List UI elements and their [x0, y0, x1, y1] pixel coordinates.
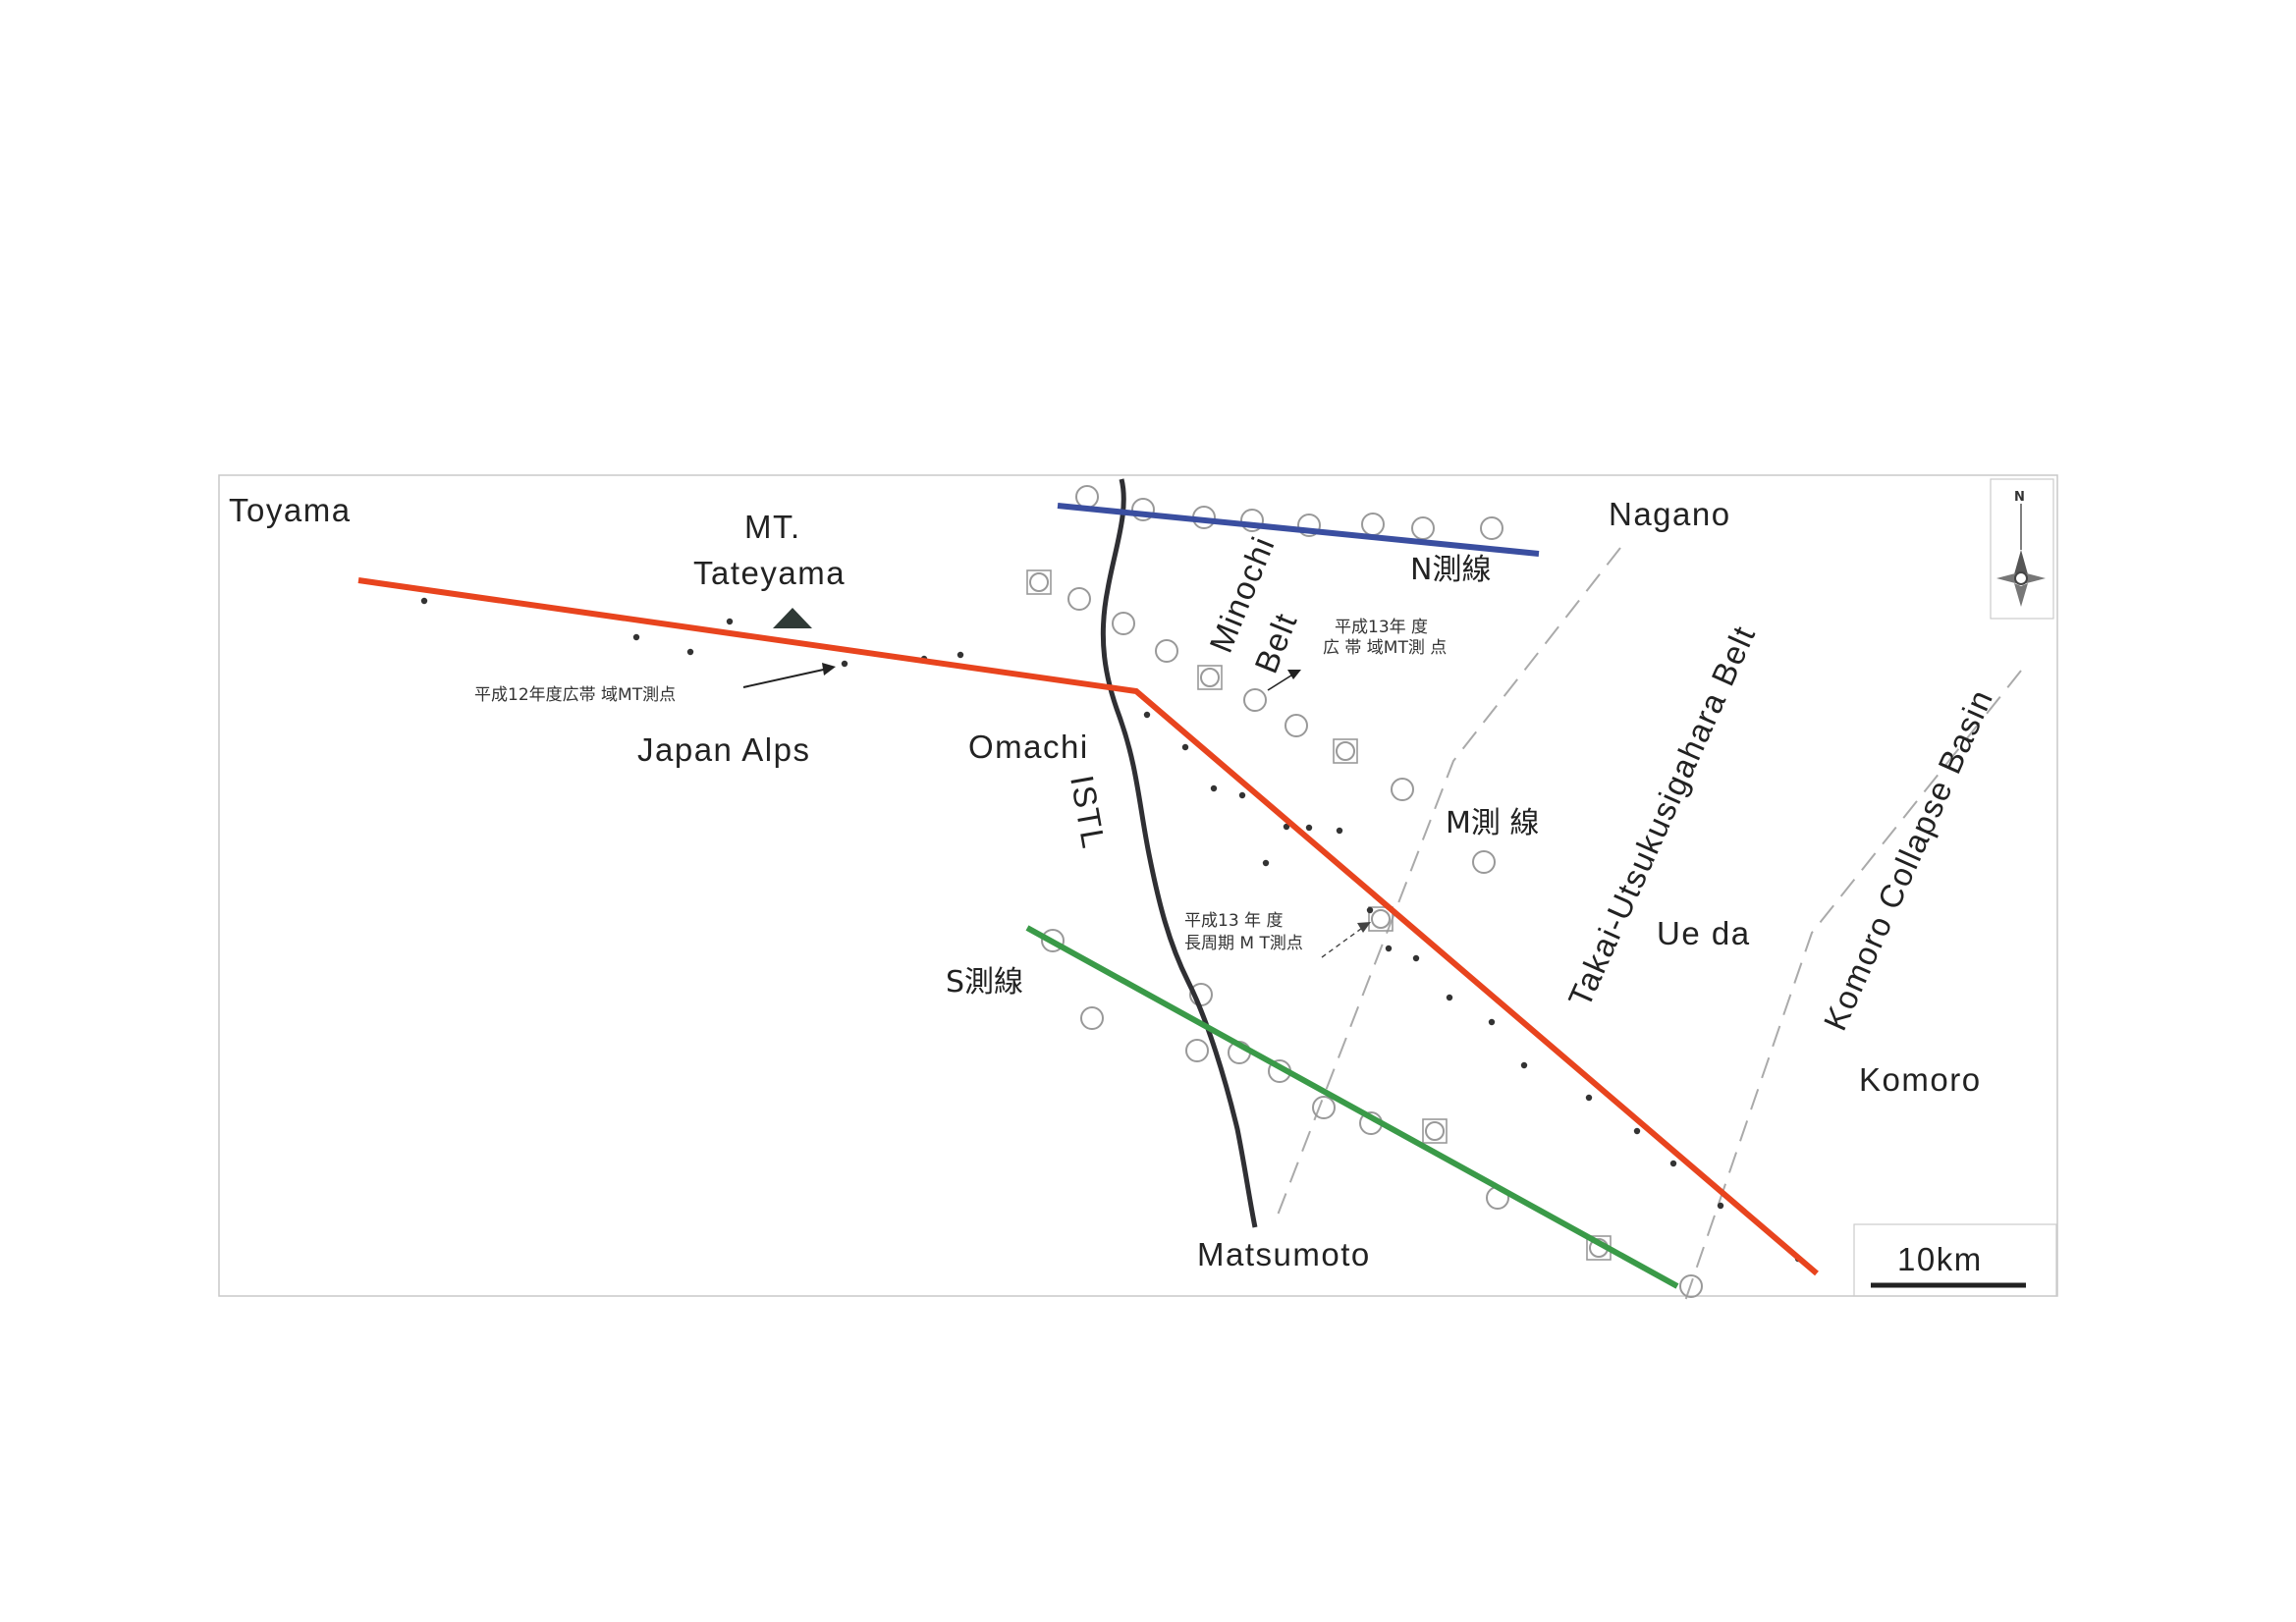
label-komoro: Komoro: [1859, 1061, 1982, 1098]
scale-bar: 10km: [1853, 1223, 2057, 1297]
label-h12-broadband: 平成12年度広帯 域MT測点: [474, 685, 676, 705]
m-survey-line: [357, 577, 1819, 1276]
label-h13-longperiod-1: 平成13 年 度: [1184, 911, 1283, 931]
label-s-line: S測線: [946, 965, 1023, 1000]
label-takai-belt: Takai-Utsukusigahara Belt: [1561, 620, 1763, 1012]
label-h13-longperiod-2: 長周期 M T測点: [1184, 934, 1303, 953]
mountain-triangle-icon: [773, 608, 812, 628]
scale-label: 10km: [1897, 1241, 1983, 1277]
label-komoro-basin: Komoro Collapse Basin: [1817, 683, 2000, 1036]
label-n-line: N測線: [1410, 553, 1491, 587]
label-toyama: Toyama: [229, 492, 352, 528]
s-survey-line: [1025, 925, 1679, 1289]
label-tateyama: Tateyama: [693, 555, 846, 591]
compass-rose-icon: N: [1990, 478, 2054, 620]
label-ueda: Ue da: [1657, 915, 1751, 951]
label-nagano: Nagano: [1609, 496, 1731, 532]
north-label: N: [2014, 490, 2025, 505]
label-belt: Belt: [1247, 607, 1304, 677]
label-omachi: Omachi: [968, 729, 1089, 765]
label-mt: MT.: [744, 509, 801, 545]
label-matsumoto: Matsumoto: [1197, 1236, 1371, 1272]
istl-fault-line: [1100, 478, 1258, 1228]
label-m-line: M測 線: [1446, 806, 1539, 840]
minochi-belt-boundary: [1276, 547, 1621, 1218]
n-survey-line: [1057, 503, 1540, 557]
label-h13-broadband-1: 平成13年 度: [1335, 618, 1428, 637]
annotation-arrows: [742, 663, 1371, 958]
map-frame: [218, 474, 2058, 1297]
long-period-stations-h13: [1026, 569, 1612, 1261]
takai-belt-boundary: [1683, 670, 2022, 1305]
label-h13-broadband-2: 広 帯 域MT測 点: [1323, 638, 1447, 658]
label-istl: ISTL: [1064, 773, 1113, 852]
label-japan-alps: Japan Alps: [637, 731, 810, 768]
